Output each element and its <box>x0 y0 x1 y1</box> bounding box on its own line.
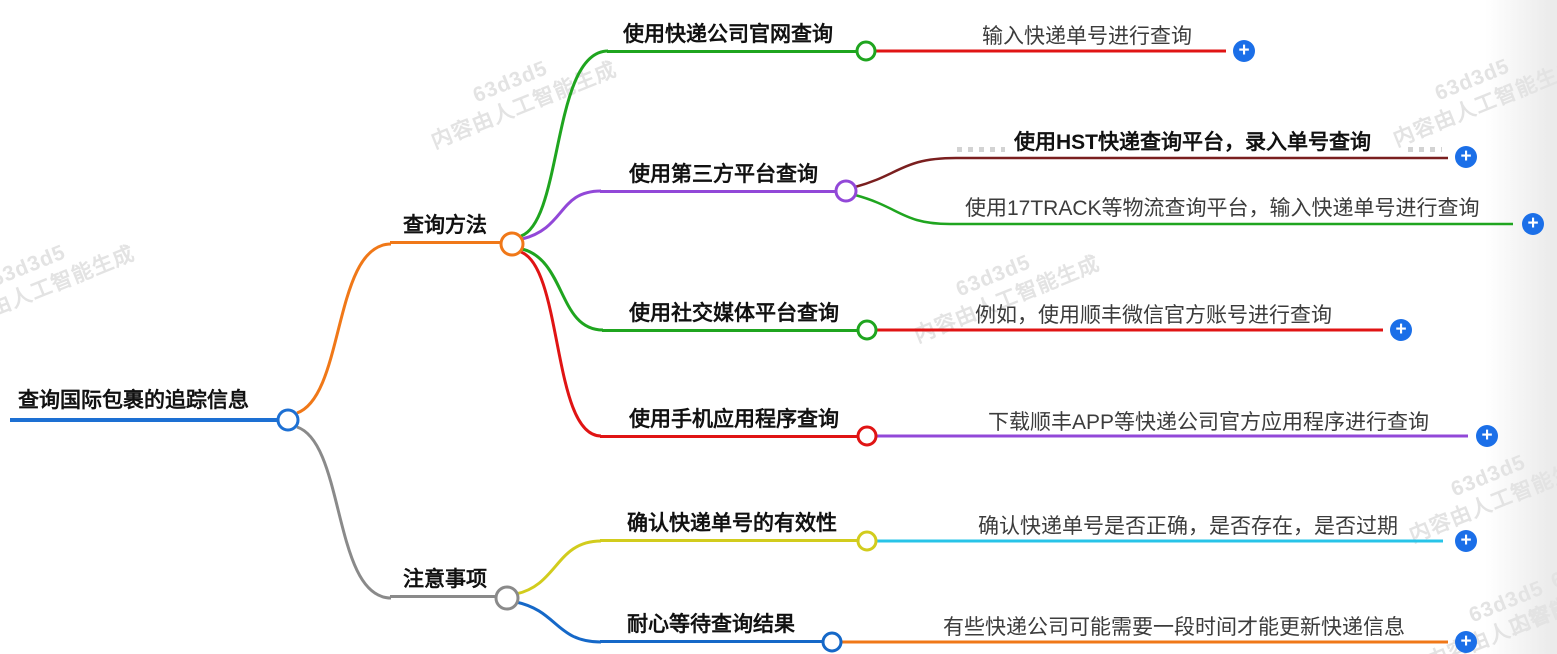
add-child-button[interactable]: + <box>1476 425 1498 447</box>
node-connector-dot[interactable] <box>499 231 525 257</box>
plus-icon: + <box>1481 425 1493 446</box>
plus-icon: + <box>1460 530 1472 551</box>
subnode-third-party-platform[interactable]: 使用第三方平台查询 <box>600 162 836 193</box>
subnode-official-website[interactable]: 使用快递公司官网查询 <box>607 22 857 53</box>
obscured-text-artifact <box>957 147 1005 152</box>
add-child-button[interactable]: + <box>1522 213 1544 235</box>
plus-icon: + <box>1238 40 1250 61</box>
subnode-mobile-app[interactable]: 使用手机应用程序查询 <box>600 407 858 438</box>
leaf-hst-platform[interactable]: 使用HST快递查询平台，录入单号查询 <box>1010 130 1375 156</box>
node-connector-dot[interactable] <box>821 631 843 653</box>
subnode-social-media[interactable]: 使用社交媒体平台查询 <box>602 301 858 332</box>
add-child-button[interactable]: + <box>1233 40 1255 62</box>
connector-line <box>520 49 609 238</box>
connector-line <box>520 250 602 438</box>
connector-line <box>515 539 602 596</box>
plus-icon: + <box>1395 319 1407 340</box>
leaf-sf-wechat-account[interactable]: 例如，使用顺丰微信官方账号进行查询 <box>975 304 1332 327</box>
connector-line <box>854 156 1448 189</box>
connector-line <box>515 600 602 644</box>
add-child-button[interactable]: + <box>1390 319 1412 341</box>
connector-line <box>521 189 602 241</box>
add-child-button[interactable]: + <box>1455 631 1477 653</box>
leaf-update-takes-time[interactable]: 有些快递公司可能需要一段时间才能更新快递信息 <box>943 616 1405 639</box>
plus-icon: + <box>1460 631 1472 652</box>
plus-icon: + <box>1460 146 1472 167</box>
root-node[interactable]: 查询国际包裹的追踪信息 <box>10 387 278 422</box>
connector-line <box>854 193 1513 226</box>
plus-icon: + <box>1527 213 1539 234</box>
connector-line <box>296 242 392 415</box>
node-connector-dot[interactable] <box>494 585 520 611</box>
branch-node-notes[interactable]: 注意事项 <box>390 567 496 598</box>
connector-line <box>296 425 392 600</box>
leaf-enter-tracking-number[interactable]: 输入快递单号进行查询 <box>982 25 1192 48</box>
subnode-tracking-number-validity[interactable]: 确认快递单号的有效性 <box>600 511 858 542</box>
subnode-wait-patiently[interactable]: 耐心等待查询结果 <box>600 612 823 643</box>
leaf-17track-platform[interactable]: 使用17TRACK等物流查询平台，输入快递单号进行查询 <box>965 197 1480 220</box>
leaf-confirm-number-valid[interactable]: 确认快递单号是否正确，是否存在，是否过期 <box>978 515 1398 538</box>
leaf-download-sf-app[interactable]: 下载顺丰APP等快递公司官方应用程序进行查询 <box>988 411 1430 434</box>
node-connector-dot[interactable] <box>856 530 878 552</box>
obscured-text-artifact <box>1408 147 1442 152</box>
node-connector-dot[interactable] <box>856 319 878 341</box>
branch-node-query-methods[interactable]: 查询方法 <box>390 213 501 244</box>
node-connector-dot[interactable] <box>856 425 878 447</box>
node-connector-dot[interactable] <box>276 408 300 432</box>
connector-line <box>521 247 604 332</box>
node-connector-dot[interactable] <box>834 179 858 203</box>
edge-shade <box>1485 0 1557 654</box>
add-child-button[interactable]: + <box>1455 530 1477 552</box>
node-connector-dot[interactable] <box>855 40 877 62</box>
add-child-button[interactable]: + <box>1455 146 1477 168</box>
